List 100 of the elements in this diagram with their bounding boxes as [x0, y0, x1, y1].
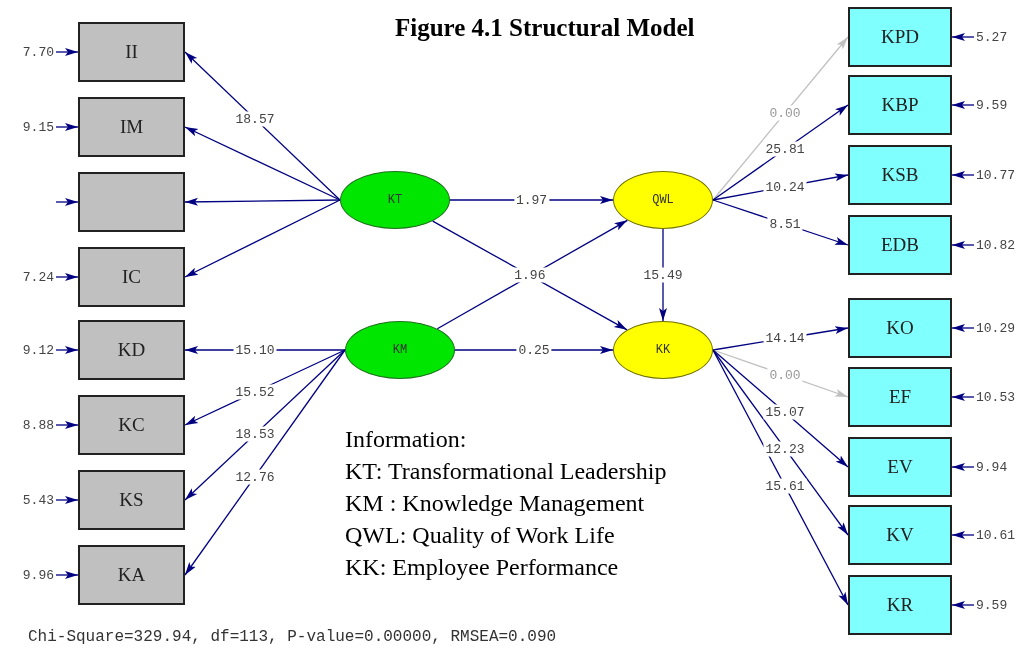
edge-label: 10.61: [976, 527, 1015, 543]
box-label: II: [125, 41, 138, 63]
box-label: IM: [119, 116, 144, 138]
error-arrow: [951, 33, 975, 41]
edge-label: 9.59: [976, 97, 1008, 113]
edge-label: 10.24: [763, 179, 807, 195]
abbreviation-note: QWL: Quality of Work Life: [345, 521, 615, 549]
arrow: [712, 36, 849, 201]
figure-title: Figure 4.1 Structural Model: [395, 14, 695, 42]
indicator-box: [848, 215, 952, 275]
box-label: EDB: [881, 234, 919, 256]
edge-label: 1.96: [512, 268, 548, 283]
edge-label: 9.59: [976, 597, 1008, 613]
box-label: KA: [117, 564, 146, 586]
edge-label: 10.77: [976, 167, 1015, 183]
box-label: IC: [122, 266, 141, 288]
error-arrow: [951, 241, 975, 249]
edge-label: 10.53: [976, 389, 1015, 405]
error-arrow: [951, 393, 975, 401]
edge-label: 18.57: [233, 111, 277, 127]
box-label: KSB: [881, 164, 919, 186]
edge-label: 9.15: [22, 119, 54, 135]
arrow: [712, 349, 849, 468]
indicator-box: [848, 75, 952, 135]
error-arrow: [55, 273, 79, 281]
abbreviation-note: KM : Knowledge Management: [345, 489, 645, 517]
box-label: KS: [119, 489, 144, 511]
arrow: [184, 51, 341, 201]
edge-label: 15.49: [641, 267, 685, 283]
edge-label: 0.00: [767, 367, 803, 383]
error-arrow: [55, 48, 79, 56]
indicator-box: [78, 97, 185, 157]
indicator-box: [848, 575, 952, 635]
arrow: [712, 349, 849, 606]
ellipse-label: KM: [392, 343, 408, 357]
latent-variable-ellipse: [613, 321, 713, 379]
edge-label: 5.43: [22, 492, 54, 508]
error-arrow: [951, 601, 975, 609]
edge-label: 12.23: [763, 441, 807, 457]
arrow: [184, 349, 346, 501]
edge-label: 9.96: [22, 567, 54, 583]
error-arrow: [55, 198, 79, 206]
abbreviation-note: KT: Transformational Leadership: [345, 457, 667, 485]
edge-label: 7.24: [22, 269, 54, 285]
indicator-box: [78, 172, 185, 232]
indicator-box: [848, 437, 952, 497]
indicator-box: [78, 247, 185, 307]
edge-label: 9.12: [22, 342, 54, 358]
indicator-box: [78, 545, 185, 605]
edge-label: 25.81: [763, 141, 807, 157]
box-label: KBP: [881, 94, 919, 116]
indicator-box: [78, 22, 185, 82]
indicator-box: [78, 320, 185, 380]
arrow: [184, 349, 346, 576]
error-arrow: [951, 531, 975, 539]
error-arrow: [951, 463, 975, 471]
arrow: [184, 199, 341, 278]
legend-heading: Information:: [345, 425, 467, 453]
error-arrow: [55, 123, 79, 131]
edge-label: 0.00: [767, 105, 803, 121]
latent-variable-ellipse: [613, 171, 713, 229]
abbreviation-note: KK: Employee Performance: [345, 553, 619, 581]
edge-label: 15.52: [233, 384, 277, 400]
box-label: EV: [887, 456, 913, 478]
ellipse-label: QWL: [652, 193, 674, 207]
error-arrow: [55, 346, 79, 354]
edge-label: 10.29: [976, 320, 1015, 336]
error-arrow: [55, 496, 79, 504]
error-arrow: [951, 171, 975, 179]
indicator-box: [78, 470, 185, 530]
box-label: KR: [886, 594, 914, 616]
ellipse-label: KT: [387, 193, 403, 207]
edge-label: 8.88: [22, 417, 54, 433]
edge-label: 18.53: [233, 426, 277, 442]
indicator-box: [848, 298, 952, 358]
arrow: [712, 349, 849, 536]
error-arrow: [55, 421, 79, 429]
box-label: EF: [888, 386, 912, 408]
fit-statistics: Chi-Square=329.94, df=113, P-value=0.00000, RMSEA=0.090: [28, 628, 557, 646]
edge-label: 15.61: [763, 478, 807, 494]
box-label: KPD: [881, 26, 919, 48]
box-label: KD: [117, 339, 146, 361]
edge-label: 10.82: [976, 237, 1015, 253]
box-label: KC: [118, 414, 145, 436]
indicator-box: [78, 395, 185, 455]
error-arrow: [951, 324, 975, 332]
indicator-box: [848, 505, 952, 565]
edge-label: 7.70: [22, 44, 54, 60]
edge-label: 12.76: [233, 469, 277, 485]
error-arrow: [55, 571, 79, 579]
arrow: [184, 197, 341, 206]
box-label: KO: [886, 317, 914, 339]
box-label: KV: [886, 524, 914, 546]
indicator-box: [848, 367, 952, 427]
indicator-box: [848, 145, 952, 205]
ellipse-label: KK: [655, 343, 671, 357]
edge-label: 9.94: [976, 459, 1008, 475]
edge-label: 15.07: [763, 404, 807, 420]
edge-label: 8.51: [767, 216, 803, 232]
edge-label: 5.27: [976, 29, 1008, 45]
